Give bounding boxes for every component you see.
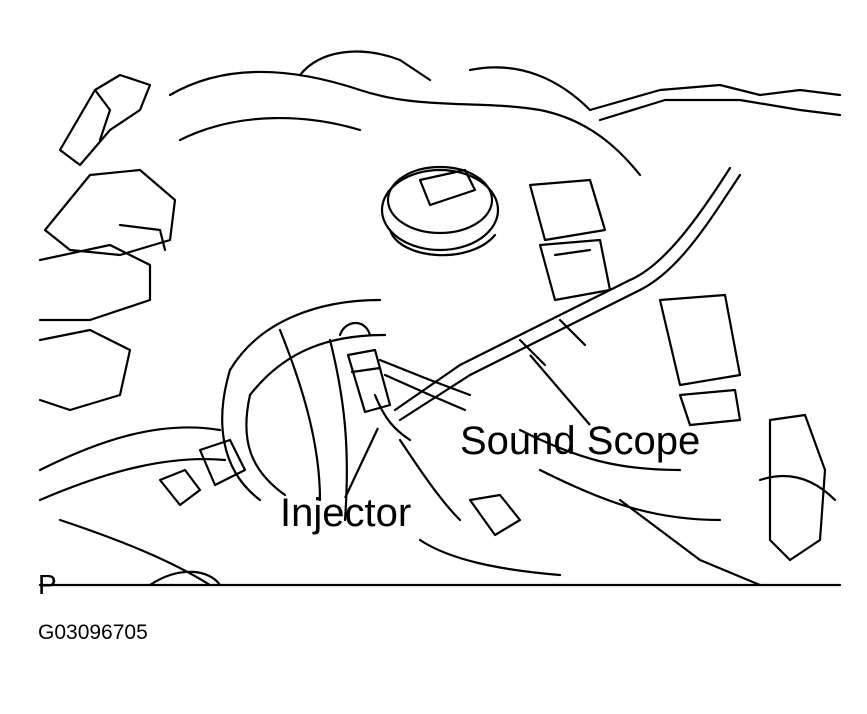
injector-body [346, 348, 392, 414]
connector-right-2 [658, 293, 742, 387]
sound-scope-tube [638, 173, 742, 292]
injector-label: Injector [280, 491, 412, 535]
connector-right-1 [528, 178, 607, 242]
sound-scope-probe [468, 288, 642, 377]
intake-manifold [168, 70, 642, 177]
oil-filler-cap [380, 168, 500, 252]
injector-leader [344, 427, 379, 499]
sound-scope-leader [529, 354, 591, 426]
figure-code: G03096705 [38, 621, 148, 644]
view-marker: P [38, 569, 57, 600]
large-hose [228, 298, 382, 372]
sound-scope-label: Sound Scope [460, 419, 701, 463]
upper-left-bracket [58, 73, 152, 167]
